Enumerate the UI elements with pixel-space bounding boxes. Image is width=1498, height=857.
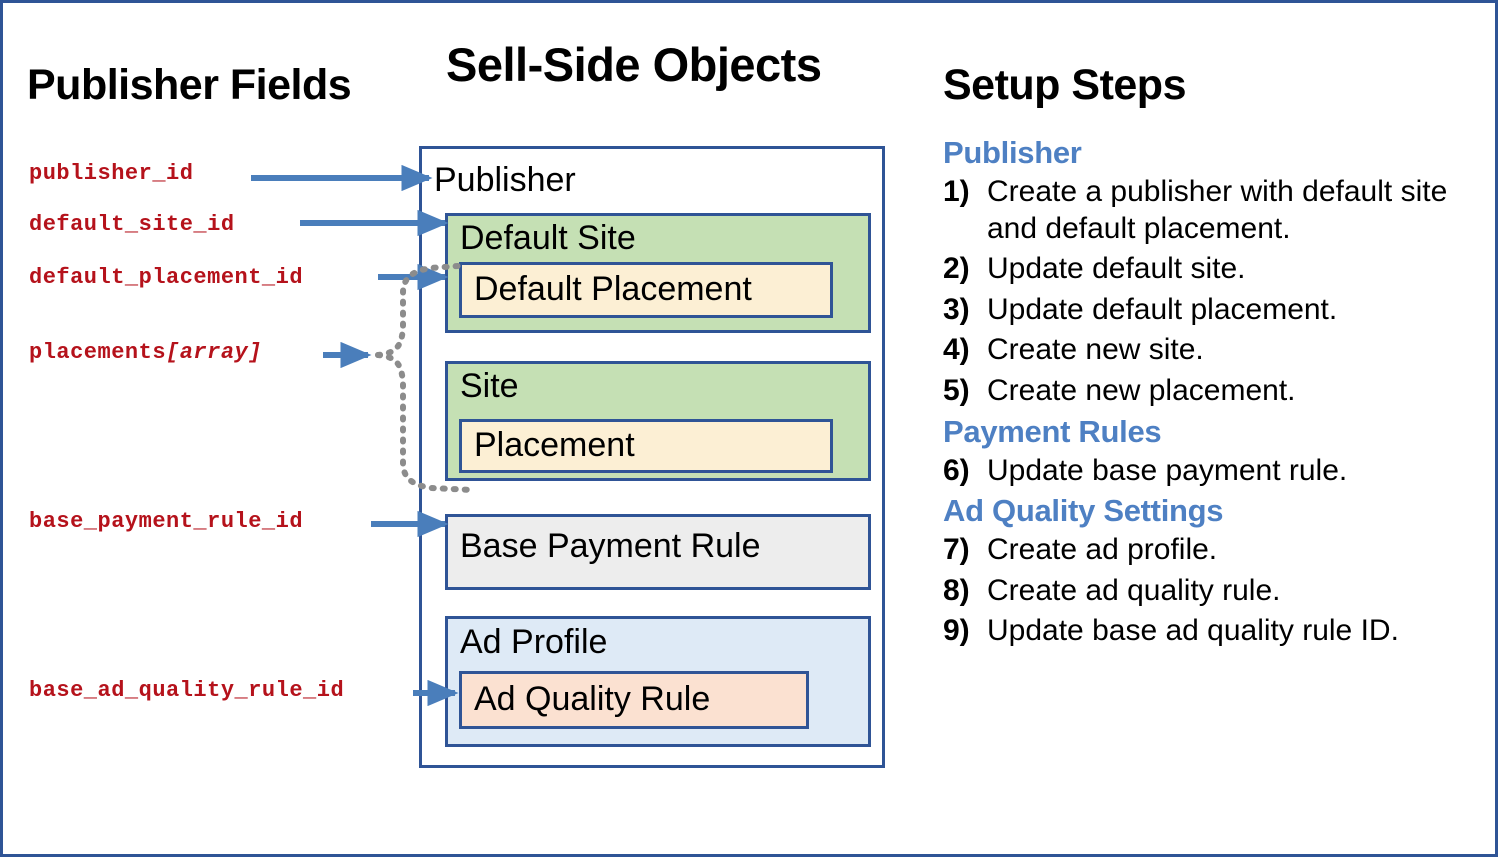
step-text: Create a publisher with default site and… (987, 175, 1448, 245)
step-group-payment-rules: Payment Rules 6) Update base payment rule… (943, 414, 1473, 490)
ad-profile-object-label: Ad Profile (460, 623, 608, 661)
step-group-heading-ad-quality-settings: Ad Quality Settings (943, 493, 1224, 529)
field-label-placements: placements[array] (29, 340, 262, 365)
step-number: 1) (943, 175, 970, 208)
field-label-base-payment-rule-id: base_payment_rule_id (29, 509, 303, 534)
placement-object-box: Placement (459, 419, 833, 473)
site-object-box: Site Placement (445, 361, 871, 481)
ad-profile-object-box: Ad Profile Ad Quality Rule (445, 616, 871, 747)
publisher-object-label: Publisher (434, 161, 576, 199)
ad-quality-rule-object-label: Ad Quality Rule (474, 680, 711, 718)
field-label-default-placement-id: default_placement_id (29, 265, 303, 290)
default-placement-object-label: Default Placement (474, 270, 752, 308)
publisher-fields-heading: Publisher Fields (27, 61, 352, 109)
field-name: base_payment_rule_id (29, 509, 304, 534)
step-item: 2) Update default site. (943, 251, 1473, 288)
step-number: 3) (943, 292, 970, 326)
step-item: 3) Update default placement. (943, 292, 1473, 329)
field-name: base_ad_quality_rule_id (29, 678, 345, 703)
field-name: publisher_id (29, 161, 194, 186)
step-number: 4) (943, 333, 970, 367)
field-label-base-ad-quality-rule-id: base_ad_quality_rule_id (29, 678, 344, 703)
publisher-object-box: Publisher Default Site Default Placement… (419, 146, 885, 768)
step-group-heading-publisher: Publisher (943, 135, 1082, 170)
step-number: 8) (943, 573, 970, 607)
default-site-object-label: Default Site (460, 219, 636, 257)
step-item: 8) Create ad quality rule. (943, 573, 1473, 610)
step-item: 9) Update base ad quality rule ID. (943, 613, 1473, 650)
step-number: 7) (943, 533, 970, 567)
placement-object-label: Placement (474, 426, 635, 464)
step-text: Create new site. (987, 333, 1204, 367)
step-group-ad-quality-settings: Ad Quality Settings 7) Create ad profile.… (943, 493, 1473, 650)
base-payment-rule-object-label: Base Payment Rule (460, 527, 761, 565)
step-number: 9) (943, 614, 970, 648)
step-text: Update base ad quality rule ID. (987, 614, 1399, 648)
setup-steps-list: Publisher 1) Create a publisher with defa… (943, 135, 1473, 654)
ad-quality-rule-object-box: Ad Quality Rule (459, 671, 809, 729)
field-label-default-site-id: default_site_id (29, 212, 235, 237)
step-number: 5) (943, 373, 970, 407)
step-text: Update base payment rule. (987, 453, 1348, 487)
field-name: default_site_id (29, 212, 235, 237)
step-item: 1) Create a publisher with default site a… (943, 174, 1473, 247)
step-number: 6) (943, 453, 970, 487)
step-item: 5) Create new placement. (943, 373, 1473, 410)
step-text: Create ad quality rule. (987, 573, 1281, 607)
step-item: 6) Update base payment rule. (943, 453, 1473, 490)
field-array-suffix: [array] (166, 340, 262, 365)
step-group-heading-payment-rules: Payment Rules (943, 413, 1162, 449)
step-item: 7) Create ad profile. (943, 532, 1473, 569)
step-number: 2) (943, 252, 970, 286)
step-text: Update default site. (987, 252, 1246, 286)
step-text: Update default placement. (987, 292, 1338, 326)
default-placement-object-box: Default Placement (459, 262, 833, 318)
default-site-object-box: Default Site Default Placement (445, 213, 871, 333)
field-name: default_placement_id (29, 265, 304, 290)
step-text: Create new placement. (987, 373, 1296, 407)
site-object-label: Site (460, 367, 519, 405)
step-text: Create ad profile. (987, 533, 1218, 567)
field-name: placements (29, 340, 167, 365)
base-payment-rule-object-box: Base Payment Rule (445, 514, 871, 590)
field-label-publisher-id: publisher_id (29, 161, 193, 186)
step-group-publisher: Publisher 1) Create a publisher with defa… (943, 135, 1473, 410)
step-item: 4) Create new site. (943, 332, 1473, 369)
sell-side-objects-heading: Sell-Side Objects (446, 38, 822, 91)
setup-steps-heading: Setup Steps (943, 61, 1187, 109)
